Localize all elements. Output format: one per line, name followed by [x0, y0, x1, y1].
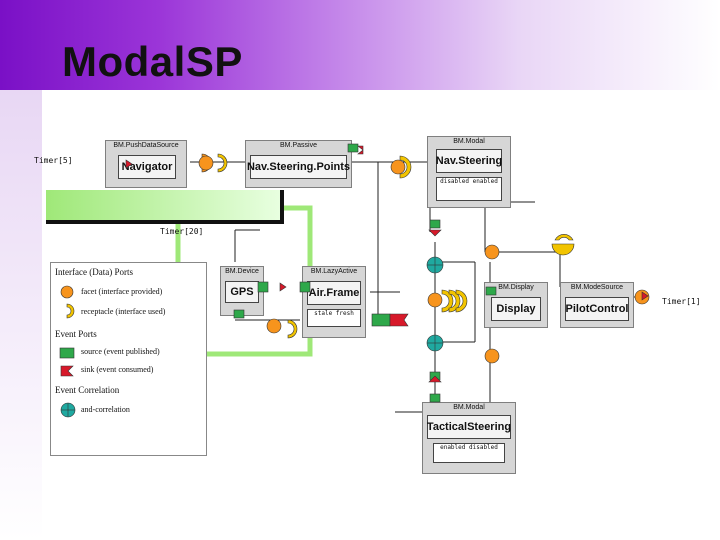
legend: Interface (Data) Ports facet (interface … — [50, 262, 207, 456]
timer-1: Timer[1] — [662, 297, 701, 306]
tactical-steering-type: BM.Modal — [453, 404, 485, 411]
timer-5: Timer[5] — [34, 156, 73, 165]
facet-icon[interactable] — [484, 348, 500, 364]
air-frame-component[interactable]: BM.LazyActive Air.Frame stale fresh — [302, 266, 366, 338]
legend-correlation-heading: Event Correlation — [55, 385, 120, 395]
tactical-steering-modes: enabled disabled — [433, 443, 505, 463]
nav-steering-component[interactable]: BM.Modal Nav.Steering disabled enabled — [427, 136, 511, 208]
gps-name: GPS — [225, 281, 259, 303]
event-source-icon[interactable] — [233, 309, 245, 319]
receptacle-icon — [66, 303, 75, 319]
pilot-control-component[interactable]: BM.ModeSource PilotControl — [560, 282, 634, 328]
legend-receptacle: receptacle (interface used) — [81, 307, 166, 316]
display-type: BM.Display — [498, 284, 534, 291]
pilot-control-type: BM.ModeSource — [570, 284, 624, 291]
facet-icon[interactable] — [390, 159, 406, 175]
and-correlation-icon[interactable] — [426, 334, 444, 352]
facet-ports — [198, 153, 650, 364]
nav-steering-points-component[interactable]: BM.Passive Nav.Steering.Points — [245, 140, 352, 188]
legend-interface-heading: Interface (Data) Ports — [55, 267, 133, 277]
display-component[interactable]: BM.Display Display — [484, 282, 548, 328]
event-source-icon[interactable] — [257, 281, 269, 293]
air-frame-name: Air.Frame — [307, 281, 361, 305]
legend-and-correlation: and-correlation — [81, 405, 130, 414]
nav-steering-modes: disabled enabled — [436, 177, 502, 201]
event-sink-icon[interactable] — [279, 282, 287, 292]
nav-steering-points-type: BM.Passive — [280, 142, 317, 149]
receptacle-ports — [217, 153, 575, 339]
legend-source: source (event published) — [81, 347, 160, 356]
event-source-icon[interactable] — [429, 219, 441, 229]
green-selection-bar — [46, 190, 284, 224]
nav-steering-type: BM.Modal — [453, 138, 485, 145]
event-source-icon[interactable] — [485, 286, 497, 296]
event-source-icon — [59, 347, 75, 359]
facet-icon[interactable] — [484, 244, 500, 260]
legend-facet: facet (interface provided) — [81, 287, 163, 296]
and-correlation-icon — [60, 402, 76, 418]
facet-icon[interactable] — [266, 318, 282, 334]
event-source-icon[interactable] — [371, 313, 391, 327]
event-source-icon[interactable] — [347, 143, 359, 153]
event-sink-icon[interactable] — [428, 229, 442, 237]
title-banner — [0, 0, 720, 90]
modalsp-diagram: Timer[5] Timer[20] Timer[1] BM.PushDataS… — [30, 132, 701, 474]
receptacle-icon[interactable] — [441, 289, 468, 313]
event-source-icon[interactable] — [299, 281, 311, 293]
gps-type: BM.Device — [225, 268, 259, 275]
nav-steering-points-name: Nav.Steering.Points — [247, 155, 350, 179]
event-sink-icon[interactable] — [641, 291, 649, 301]
event-ports — [125, 143, 649, 403]
event-sink-icon — [60, 365, 74, 377]
display-name: Display — [491, 297, 541, 321]
tactical-steering-component[interactable]: BM.Modal TacticalSteering enabled disabl… — [422, 402, 516, 474]
event-source-icon[interactable] — [429, 393, 441, 403]
tactical-steering-name: TacticalSteering — [427, 415, 511, 439]
side-bar — [0, 90, 42, 540]
navigator-type: BM.PushDataSource — [113, 142, 179, 149]
navigator-component[interactable]: BM.PushDataSource Navigator — [105, 140, 187, 188]
navigator-name: Navigator — [118, 155, 176, 179]
receptacle-icon[interactable] — [399, 155, 412, 179]
slide-title: ModalSP — [62, 38, 243, 85]
receptacle-icon[interactable] — [217, 153, 228, 173]
legend-sink: sink (event consumed) — [81, 365, 154, 374]
facet-icon[interactable] — [427, 292, 443, 308]
facet-icon — [60, 285, 74, 299]
event-sink-icon[interactable] — [125, 159, 133, 169]
and-correlation-icon[interactable] — [426, 256, 444, 274]
legend-event-heading: Event Ports — [55, 329, 97, 339]
air-frame-modes: stale fresh — [307, 309, 361, 327]
receptacle-icon[interactable] — [551, 234, 575, 256]
event-sink-icon[interactable] — [389, 313, 409, 327]
timer-20: Timer[20] — [160, 227, 204, 236]
air-frame-type: BM.LazyActive — [310, 268, 358, 275]
event-sink-icon[interactable] — [428, 375, 442, 383]
receptacle-icon[interactable] — [287, 319, 298, 339]
pilot-control-name: PilotControl — [565, 297, 629, 321]
facet-icon[interactable] — [198, 153, 214, 173]
nav-steering-name: Nav.Steering — [436, 149, 502, 173]
event-sink-icon[interactable] — [357, 145, 364, 155]
